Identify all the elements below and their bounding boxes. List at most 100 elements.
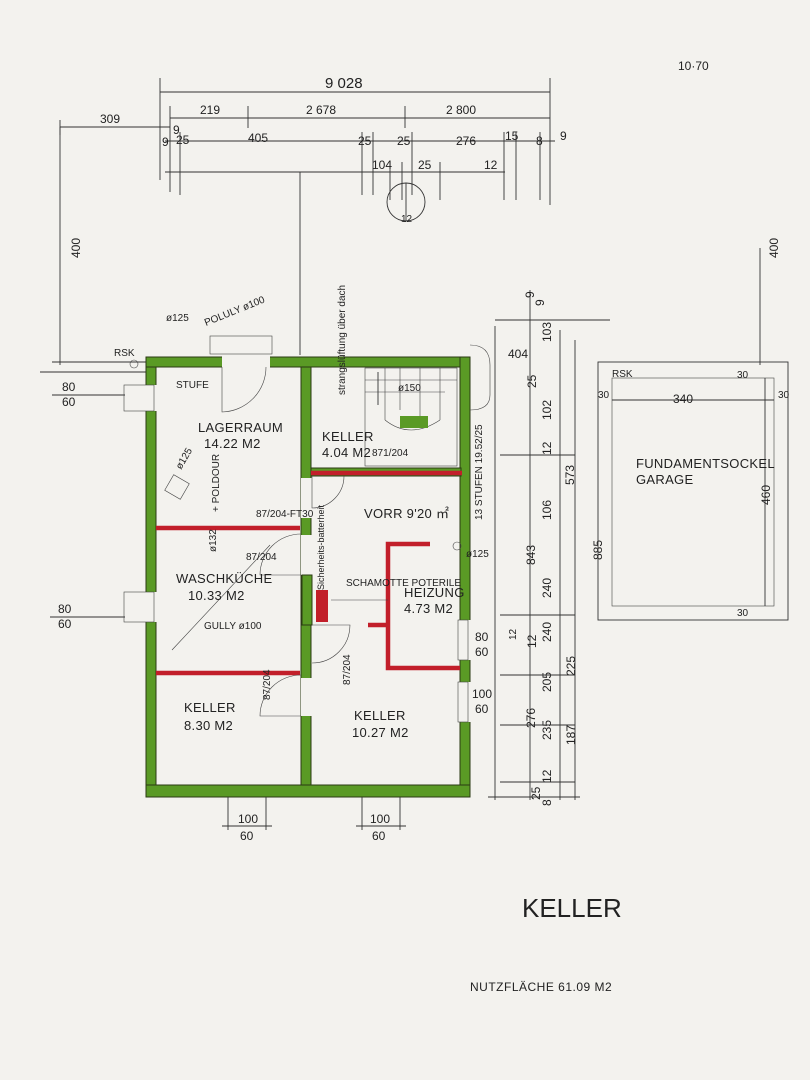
dim-219: 219: [200, 103, 220, 117]
room-keller-top-area: 4.04 M2: [322, 445, 371, 460]
room-labels: LAGERRAUM 14.22 M2 KELLER 4.04 M2 VORR 9…: [176, 420, 465, 740]
room-lagerraum-area: 14.22 M2: [204, 436, 261, 451]
win-right-80: 80: [475, 630, 489, 644]
dim-405: 405: [248, 131, 268, 145]
door-label-871: 871/204: [372, 448, 409, 459]
date-label: 10·70: [678, 59, 709, 73]
dim-8-right: 8: [540, 799, 554, 806]
win-right-60a: 60: [475, 645, 489, 659]
dim-187: 187: [564, 725, 578, 745]
dim-276-right: 276: [524, 708, 538, 728]
door-label-ft30: 87/204-FT30: [256, 509, 314, 520]
dim-9c: 9: [560, 129, 567, 143]
dim-left-80a: 80: [62, 380, 76, 394]
dim-235: 235: [540, 720, 554, 740]
garage-height: 460: [759, 485, 773, 505]
dim-25-right: 25: [525, 374, 539, 388]
rsk-left-label: RSK: [114, 348, 135, 359]
plan-title: KELLER: [522, 893, 622, 923]
pipe-125-right-label: ø125: [466, 549, 489, 560]
garage-dim-30a: 30: [737, 370, 749, 381]
dim-25c: 25: [397, 134, 411, 148]
dim-2678: 2 678: [306, 103, 336, 117]
garage-dim-30b: 30: [598, 390, 610, 401]
top-dimensions: 9 028 219 2 678 2 800 309 9 9 25 405 25 …: [59, 75, 567, 355]
dim-bottom-100a: 100: [238, 812, 258, 826]
garage-dim-30c: 30: [778, 390, 790, 401]
dim-106: 106: [540, 500, 554, 520]
dim-103: 103: [540, 322, 554, 342]
staircase: [364, 367, 458, 467]
door-label-87c: 87/204: [342, 654, 353, 685]
pipe-125-top-label: ø125: [166, 313, 189, 324]
dim-240a: 240: [540, 578, 554, 598]
room-lagerraum-name: LAGERRAUM: [198, 420, 283, 435]
dim-left-60b: 60: [58, 617, 72, 631]
dim-left-60a: 60: [62, 395, 76, 409]
dim-total-width: 9 028: [325, 75, 363, 92]
win-right-60b: 60: [475, 702, 489, 716]
door-label-87a: 87/204: [246, 552, 277, 563]
dim-9b-right: 9: [533, 299, 547, 306]
garage-width: 340: [673, 392, 693, 406]
usable-area: NUTZFLÄCHE 61.09 M2: [470, 980, 612, 994]
garage-top-dim: 400: [767, 238, 781, 258]
dim-104: 104: [372, 158, 392, 172]
partition-walls: [156, 470, 462, 676]
dim-25e: 25: [529, 786, 543, 800]
dim-25b: 25: [358, 134, 372, 148]
sicherheit-label: Sicherheits-batterheit: [316, 504, 326, 590]
door-label-87b: 87/204: [262, 669, 273, 700]
room-waschkueche-name: WASCHKÜCHE: [176, 571, 272, 586]
dim-12a: 12: [484, 158, 498, 172]
garage-foundation: 400 RSK 30 30 30 30 340 460 FUNDAMENTSOC…: [597, 238, 790, 621]
dim-240b: 240: [540, 622, 554, 642]
dim-25d: 25: [418, 158, 432, 172]
dim-225: 225: [564, 656, 578, 676]
dim-9a: 9: [173, 123, 180, 137]
room-keller-top-name: KELLER: [322, 429, 374, 444]
room-keller-br-name: KELLER: [354, 708, 406, 723]
dim-9a-right: 9: [523, 291, 537, 298]
pipe-12-label: 12: [508, 628, 519, 640]
stufe-label: STUFE: [176, 380, 209, 391]
poldour-label: + POLDOUR: [211, 454, 222, 512]
dim-573: 573: [563, 465, 577, 485]
dim-205: 205: [540, 672, 554, 692]
dim-12c: 12: [540, 441, 554, 455]
dim-843: 843: [524, 545, 538, 565]
poluly-label: POLULY ø100: [203, 294, 267, 328]
dim-8: 8: [536, 134, 543, 148]
garage-rsk-label: RSK: [612, 369, 633, 380]
dim-404: 404: [508, 347, 528, 361]
room-heizung-name: HEIZUNG: [404, 585, 465, 600]
dim-bottom-60a: 60: [240, 829, 254, 843]
left-dimensions: 400 80 60 80 60: [40, 127, 150, 631]
dim-left-80b: 80: [58, 602, 72, 616]
garage-dim-30d: 30: [737, 608, 749, 619]
stufen-label: 13 STUFEN 19.52/25: [474, 424, 485, 520]
gully-label: GULLY ø100: [204, 621, 262, 632]
dim-25a: 25: [176, 133, 190, 147]
room-heizung-area: 4.73 M2: [404, 601, 453, 616]
room-vorr-name: VORR 9'20 ㎡: [364, 506, 449, 521]
room-keller-bl-name: KELLER: [184, 700, 236, 715]
dim-309: 309: [100, 112, 120, 126]
dim-bottom-100b: 100: [370, 812, 390, 826]
dim-15: 15: [505, 129, 519, 143]
dim-12d: 12: [525, 634, 539, 648]
dim-2800: 2 800: [446, 103, 476, 117]
garage-label-2: GARAGE: [636, 472, 693, 487]
schamotte-label: SCHAMOTTE POTERILE: [346, 578, 461, 589]
room-keller-bl-area: 8.30 M2: [184, 718, 233, 733]
room-keller-br-area: 10.27 M2: [352, 725, 409, 740]
dim-9b: 9: [162, 135, 169, 149]
bottom-dimensions: 100 60 100 60: [222, 797, 406, 843]
pipe-125-label: ø125: [174, 446, 195, 472]
room-waschkueche-area: 10.33 M2: [188, 588, 245, 603]
right-dimensions: 404 103 9 9 25 102 12 106 573 885 843 24…: [469, 290, 610, 806]
garage-label-1: FUNDAMENTSOCKEL: [636, 456, 775, 471]
dim-276: 276: [456, 134, 476, 148]
dim-left-400: 400: [69, 238, 83, 258]
